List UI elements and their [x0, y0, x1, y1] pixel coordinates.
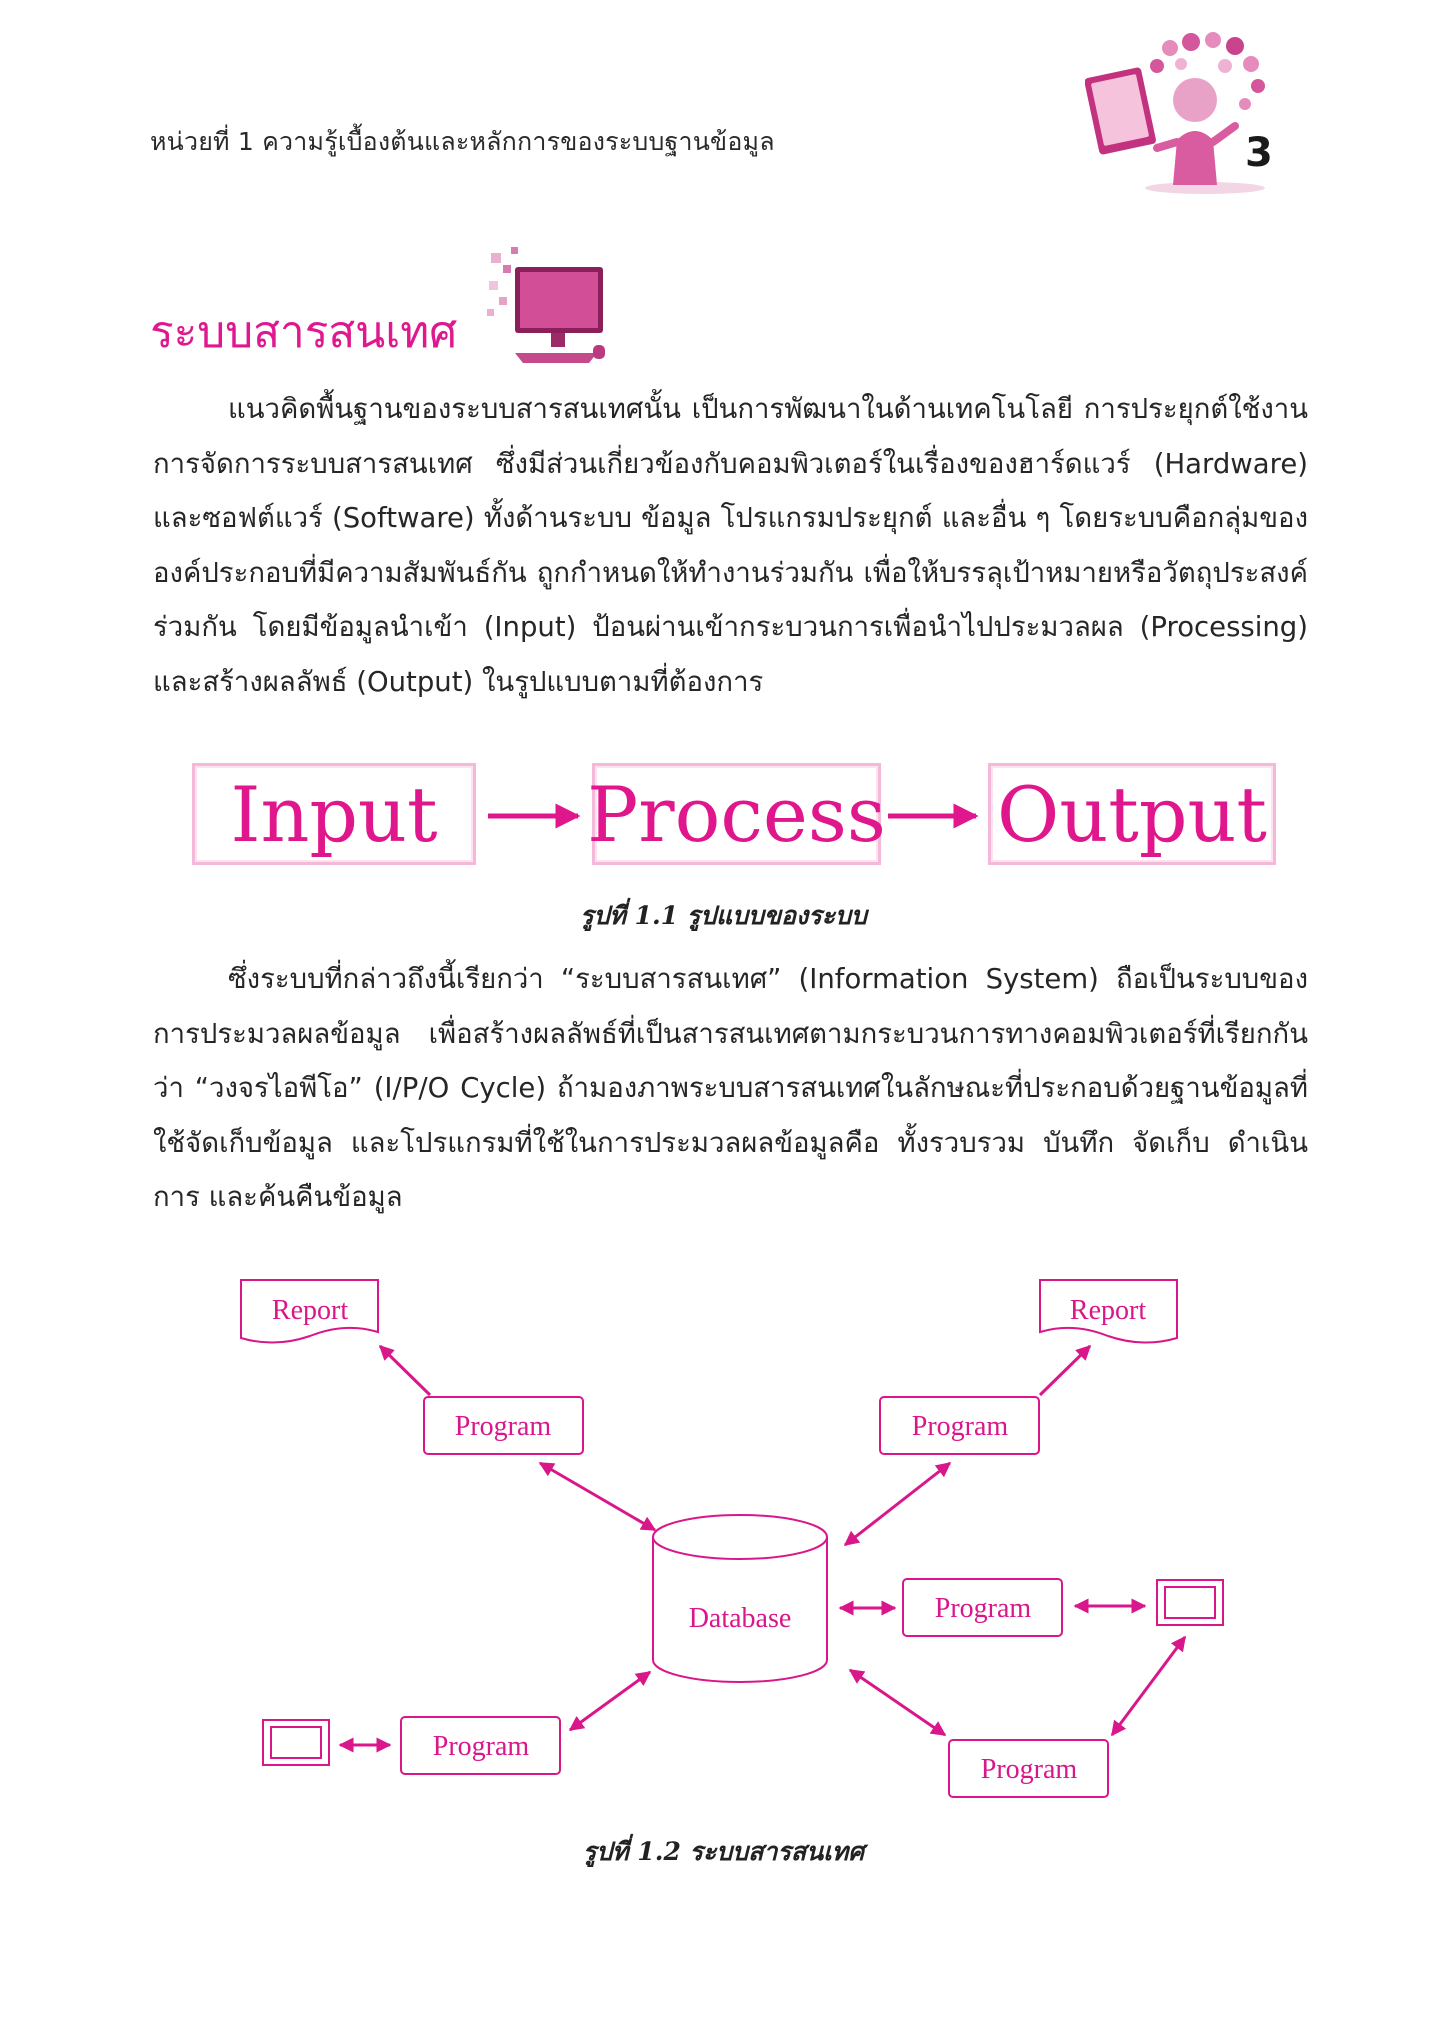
report-label-right: Report — [1070, 1295, 1146, 1326]
program-box-top-right — [879, 1396, 1040, 1455]
arrow-db-program-top-right — [843, 1461, 952, 1547]
unit-header: หน่วยที่ 1 ความรู้เบื้องต้นและหลักการของ… — [150, 127, 775, 156]
monitor-icon-left — [262, 1719, 330, 1766]
page-number: 3 — [1245, 130, 1273, 176]
database-cylinder — [652, 1514, 828, 1683]
report-label-left: Report — [272, 1295, 348, 1326]
program-label-mid-right: Program — [935, 1593, 1032, 1624]
arrow-program-to-report-left — [378, 1344, 432, 1397]
intro-paragraph: แนวคิดพื้นฐานของระบบสารสนเทศนั้น เป็นการ… — [153, 382, 1308, 709]
program-label-bottom-right: Program — [981, 1754, 1078, 1785]
info-system-paragraph: ซึ่งระบบที่กล่าวถึงนี้เรียกว่า “ระบบสารส… — [153, 952, 1308, 1225]
info-system-paragraph-text: ซึ่งระบบที่กล่าวถึงนี้เรียกว่า “ระบบสารส… — [153, 963, 1308, 1213]
flow-arrows — [488, 803, 979, 829]
program-label-bottom-left: Program — [433, 1731, 530, 1762]
program-box-bottom-right — [948, 1739, 1109, 1798]
figure1-caption: รูปที่ 1.1 รูปแบบของระบบ — [580, 901, 867, 930]
information-system-diagram: Report Report Program Program Database P… — [240, 1279, 1224, 1798]
output-box: Output — [988, 763, 1276, 865]
program-box-mid-right — [902, 1578, 1063, 1637]
output-label: Output — [997, 769, 1267, 859]
arrow-db-program-bottom-right — [848, 1668, 947, 1737]
arrow-db-program-bottom-left — [568, 1670, 652, 1732]
program-box-bottom-left — [400, 1716, 561, 1775]
figure2-caption: รูปที่ 1.2 ระบบสารสนเทศ — [582, 1837, 865, 1866]
program-box-top-left — [423, 1396, 584, 1455]
intro-paragraph-text: แนวคิดพื้นฐานของระบบสารสนเทศนั้น เป็นการ… — [153, 393, 1308, 698]
input-box: Input — [192, 763, 476, 865]
report-doc-left — [240, 1279, 379, 1344]
database-label: Database — [689, 1603, 792, 1634]
process-box: Process — [587, 763, 886, 865]
arrow-monitor-program-bottom-right — [1110, 1635, 1187, 1737]
tablet-person-illustration — [1085, 32, 1265, 194]
arrow-program-to-report-right — [1038, 1344, 1092, 1397]
arrow-db-program-top-left — [538, 1461, 657, 1532]
program-label-top-left: Program — [455, 1411, 552, 1442]
section-title: ระบบสารสนเทศ — [150, 307, 458, 358]
monitor-icon-right — [1156, 1579, 1224, 1626]
computer-illustration — [487, 247, 605, 363]
program-label-top-right: Program — [912, 1411, 1009, 1442]
input-label: Input — [230, 769, 438, 859]
report-doc-right — [1039, 1279, 1178, 1344]
process-label: Process — [587, 769, 886, 859]
